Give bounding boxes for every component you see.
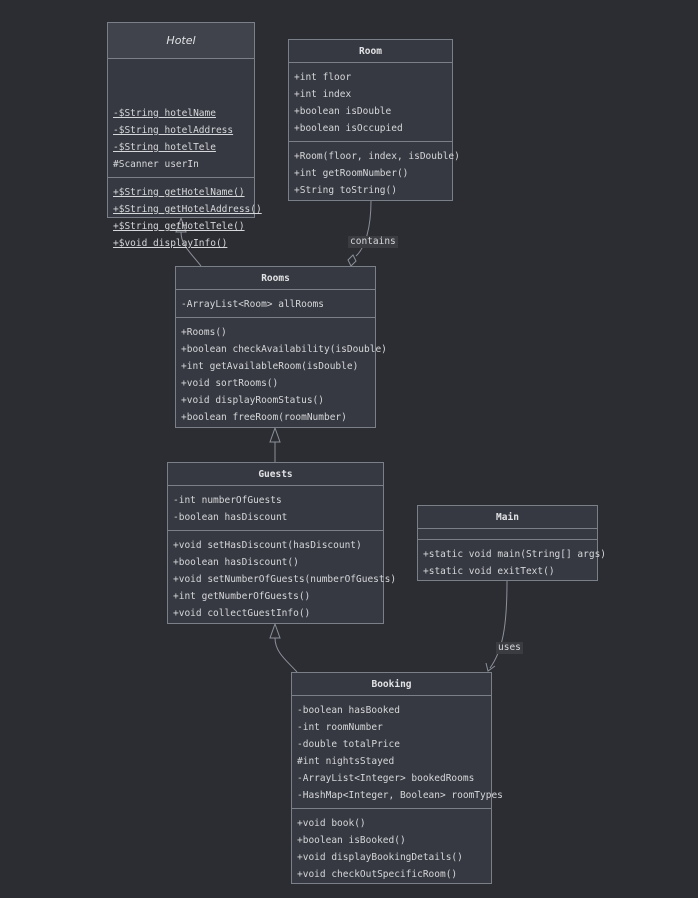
edge-main-booking (489, 580, 508, 669)
class-main[interactable]: Main +static void main(String[] args) +s… (417, 505, 607, 584)
edge-label-contains: contains (348, 236, 398, 248)
class-guests-title: Guests (168, 463, 383, 486)
method-row: +static void main(String[] args) (423, 549, 607, 560)
method-row: +Rooms() (181, 327, 227, 338)
attribute-row: -int numberOfGuests (173, 495, 282, 506)
edge-rooms-hotel (180, 231, 202, 267)
method-row: +boolean freeRoom(roomNumber) (181, 412, 347, 423)
method-row: +$String getHotelAddress() (113, 204, 262, 215)
class-hotel-title: Hotel (108, 23, 254, 59)
attribute-row: -HashMap<Integer, Boolean> roomTypes (297, 790, 503, 801)
class-guests-attributes: -int numberOfGuests -boolean hasDiscount (168, 486, 383, 530)
attribute-row: -ArrayList<Room> allRooms (181, 299, 324, 310)
attribute-row: +int floor (294, 72, 352, 83)
attribute-row: +int index (294, 89, 352, 100)
attribute-row: -double totalPrice (297, 739, 400, 750)
class-room[interactable]: Room +int floor +int index +boolean isDo… (288, 39, 460, 203)
method-row: +Room(floor, index, isDouble) (294, 151, 460, 162)
method-row: +void displayBookingDetails() (297, 852, 463, 863)
method-row: +$String getHotelTele() (113, 221, 245, 232)
method-row: +int getAvailableRoom(isDouble) (181, 361, 359, 372)
class-booking[interactable]: Booking -boolean hasBooked -int roomNumb… (291, 672, 503, 887)
attribute-row: -boolean hasBooked (297, 705, 400, 716)
inheritance-arrowhead-guests (269, 622, 281, 639)
class-main-methods: +static void main(String[] args) +static… (418, 539, 607, 584)
attribute-row: -$String hotelTele (113, 142, 216, 153)
method-row: +boolean hasDiscount() (173, 557, 299, 568)
method-row: +int getRoomNumber() (294, 168, 409, 179)
method-row: +String toString() (294, 185, 397, 196)
class-room-title: Room (289, 40, 452, 63)
class-booking-title: Booking (292, 673, 491, 696)
attribute-row: +boolean isOccupied (294, 123, 403, 134)
class-hotel-attributes: -$String hotelName -$String hotelAddress… (108, 59, 254, 177)
method-row: +void sortRooms() (181, 378, 279, 389)
method-row: +static void exitText() (423, 566, 555, 577)
class-room-methods: +Room(floor, index, isDouble) +int getRo… (289, 141, 460, 203)
attribute-row: -$String hotelName (113, 108, 216, 119)
class-hotel[interactable]: Hotel -$String hotelName -$String hotelA… (107, 22, 262, 249)
class-guests[interactable]: Guests -int numberOfGuests -boolean hasD… (167, 462, 397, 626)
method-row: +$String getHotelName() (113, 187, 245, 198)
class-main-title: Main (418, 506, 597, 529)
attribute-row: -boolean hasDiscount (173, 512, 288, 523)
class-rooms-title: Rooms (176, 267, 375, 290)
method-row: +boolean isBooked() (297, 835, 406, 846)
attribute-row: -int roomNumber (297, 722, 383, 733)
aggregation-diamond-rooms (347, 254, 357, 267)
class-hotel-methods: +$String getHotelName() +$String getHote… (108, 177, 262, 256)
method-row: +void checkOutSpecificRoom() (297, 869, 458, 880)
method-row: +$void displayInfo() (113, 238, 228, 249)
class-rooms[interactable]: Rooms -ArrayList<Room> allRooms +Rooms()… (175, 266, 387, 430)
method-row: +boolean checkAvailability(isDouble) (181, 344, 387, 355)
class-rooms-attributes: -ArrayList<Room> allRooms (176, 290, 375, 317)
inheritance-arrowhead-rooms (269, 426, 281, 443)
attribute-row: -ArrayList<Integer> bookedRooms (297, 773, 475, 784)
method-row: +int getNumberOfGuests() (173, 591, 311, 602)
class-main-attributes (418, 529, 597, 539)
association-arrowhead-booking (485, 662, 496, 672)
inheritance-arrowhead-hotel (175, 216, 187, 233)
attribute-row: #int nightsStayed (297, 756, 395, 767)
class-booking-attributes: -boolean hasBooked -int roomNumber -doub… (292, 696, 503, 808)
class-booking-methods: +void book() +boolean isBooked() +void d… (292, 808, 491, 887)
method-row: +void setNumberOfGuests(numberOfGuests) (173, 574, 397, 585)
attribute-row: +boolean isDouble (294, 106, 392, 117)
edge-room-rooms (355, 200, 372, 257)
class-guests-methods: +void setHasDiscount(hasDiscount) +boole… (168, 530, 397, 626)
attribute-row: -$String hotelAddress (113, 125, 234, 136)
attribute-row: #Scanner userIn (113, 159, 199, 170)
method-row: +void displayRoomStatus() (181, 395, 324, 406)
method-row: +void collectGuestInfo() (173, 608, 311, 619)
method-row: +void book() (297, 818, 366, 829)
method-row: +void setHasDiscount(hasDiscount) (173, 540, 362, 551)
class-room-attributes: +int floor +int index +boolean isDouble … (289, 63, 452, 141)
edge-booking-guests (274, 637, 298, 673)
edge-label-uses: uses (496, 642, 523, 654)
class-rooms-methods: +Rooms() +boolean checkAvailability(isDo… (176, 317, 387, 430)
